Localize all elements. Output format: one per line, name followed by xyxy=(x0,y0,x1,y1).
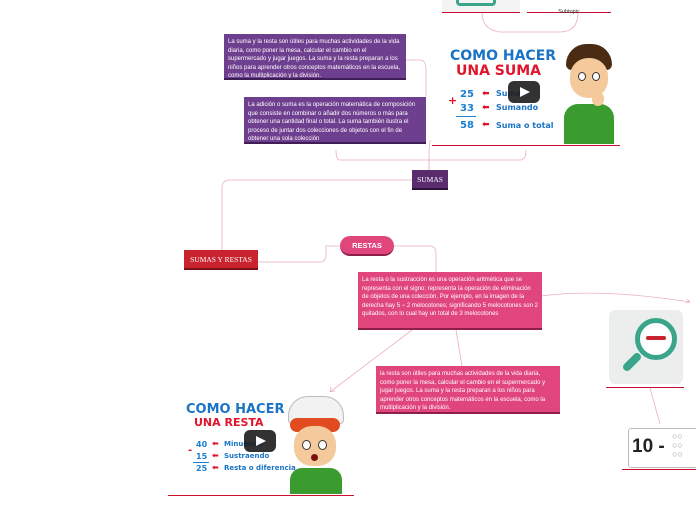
suma-video-card[interactable]: COMO HACER UNA SUMA 25 + 33 58 ⬅ ⬅ ⬅ Sum… xyxy=(432,40,620,146)
suma-arrow-3: ⬅ xyxy=(482,120,490,130)
subtopic-node[interactable]: Subtopic xyxy=(527,0,611,15)
suma-operand-1: 25 xyxy=(460,89,474,100)
resta-label-1: Minuendo xyxy=(224,440,263,448)
note-suma-definition[interactable]: La adición o suma es la operación matemá… xyxy=(244,97,426,144)
resta-operand-1: 40 xyxy=(196,440,208,449)
boy-face xyxy=(570,58,608,98)
suma-operand-2: 33 xyxy=(460,103,474,114)
boy-eye-right xyxy=(592,72,600,81)
suma-video-title-line2: UNA SUMA xyxy=(456,63,542,79)
top-image-frame xyxy=(456,0,496,6)
chef-eye-right xyxy=(318,440,327,450)
note-suma-utility-text: La suma y la resta son útiles para mucha… xyxy=(228,39,401,80)
note-resta-utility-text: la resta son útiles para muchas activida… xyxy=(380,371,546,412)
magnifier-minus-bar xyxy=(646,336,666,340)
magnifier-handle xyxy=(621,351,643,373)
top-image-card[interactable] xyxy=(442,0,520,13)
resta-arrow-2: ⬅ xyxy=(212,451,219,460)
node-restas-label: RESTAS xyxy=(352,241,382,250)
boy-eye-left xyxy=(578,72,586,81)
suma-label-3: Suma o total xyxy=(496,121,554,130)
suma-result: 58 xyxy=(460,120,474,131)
suma-video-title-line1: COMO HACER xyxy=(450,48,557,64)
chef-character-illustration xyxy=(282,396,348,494)
magnifier-minus-icon xyxy=(609,310,683,384)
suma-operator: + xyxy=(448,94,458,107)
suma-sum-line xyxy=(456,116,476,117)
note-resta-definition[interactable]: La resta o la sustracción es una operaci… xyxy=(358,272,542,330)
boy-shirt xyxy=(564,104,614,144)
resta-arrow-1: ⬅ xyxy=(212,439,219,448)
boy-character-illustration xyxy=(562,44,616,144)
suma-play-icon[interactable] xyxy=(508,81,540,103)
suma-arrow-2: ⬅ xyxy=(482,103,490,113)
node-sumas[interactable]: SUMAS xyxy=(412,170,448,190)
resta-example-card[interactable]: 10 - ○○○○○○ xyxy=(622,424,696,470)
magnifier-lens xyxy=(635,318,677,360)
boy-hand xyxy=(592,92,604,106)
chef-eye-left xyxy=(302,440,311,450)
resta-example-frame xyxy=(628,428,696,468)
node-root[interactable]: SUMAS Y RESTAS xyxy=(184,250,258,270)
resta-arrow-3: ⬅ xyxy=(212,463,219,472)
node-sumas-label: SUMAS xyxy=(417,175,443,184)
note-suma-definition-text: La adición o suma es la operación matemá… xyxy=(248,102,416,143)
chef-mouth xyxy=(311,454,318,461)
resta-label-2: Sustraendo xyxy=(224,452,270,460)
subtopic-label: Subtopic xyxy=(558,9,580,15)
resta-operator: - xyxy=(188,445,193,456)
note-resta-definition-text: La resta o la sustracción es una operaci… xyxy=(362,277,538,318)
magnifier-image-card[interactable] xyxy=(606,310,684,388)
node-root-label: SUMAS Y RESTAS xyxy=(190,255,252,264)
resta-sum-line xyxy=(193,462,209,463)
resta-operand-2: 15 xyxy=(196,452,208,461)
resta-example-text: 10 - xyxy=(632,436,665,457)
chef-shirt xyxy=(290,468,342,494)
resta-result: 25 xyxy=(196,464,208,473)
note-resta-utility[interactable]: la resta son útiles para muchas activida… xyxy=(376,366,560,414)
resta-video-title-line1: COMO HACER xyxy=(186,402,285,417)
suma-label-2: Sumando xyxy=(496,103,539,112)
resta-label-3: Resta o diferencia xyxy=(224,464,296,472)
suma-arrow-1: ⬅ xyxy=(482,89,490,99)
resta-video-title-line2: UNA RESTA xyxy=(194,416,264,429)
note-suma-utility[interactable]: La suma y la resta son útiles para mucha… xyxy=(224,34,406,80)
resta-example-dots: ○○○○○○ xyxy=(672,431,683,459)
node-restas[interactable]: RESTAS xyxy=(340,236,394,256)
resta-play-icon[interactable] xyxy=(244,430,276,452)
resta-video-card[interactable]: COMO HACER UNA RESTA 40 - 15 25 ⬅ ⬅ ⬅ Mi… xyxy=(168,392,354,496)
